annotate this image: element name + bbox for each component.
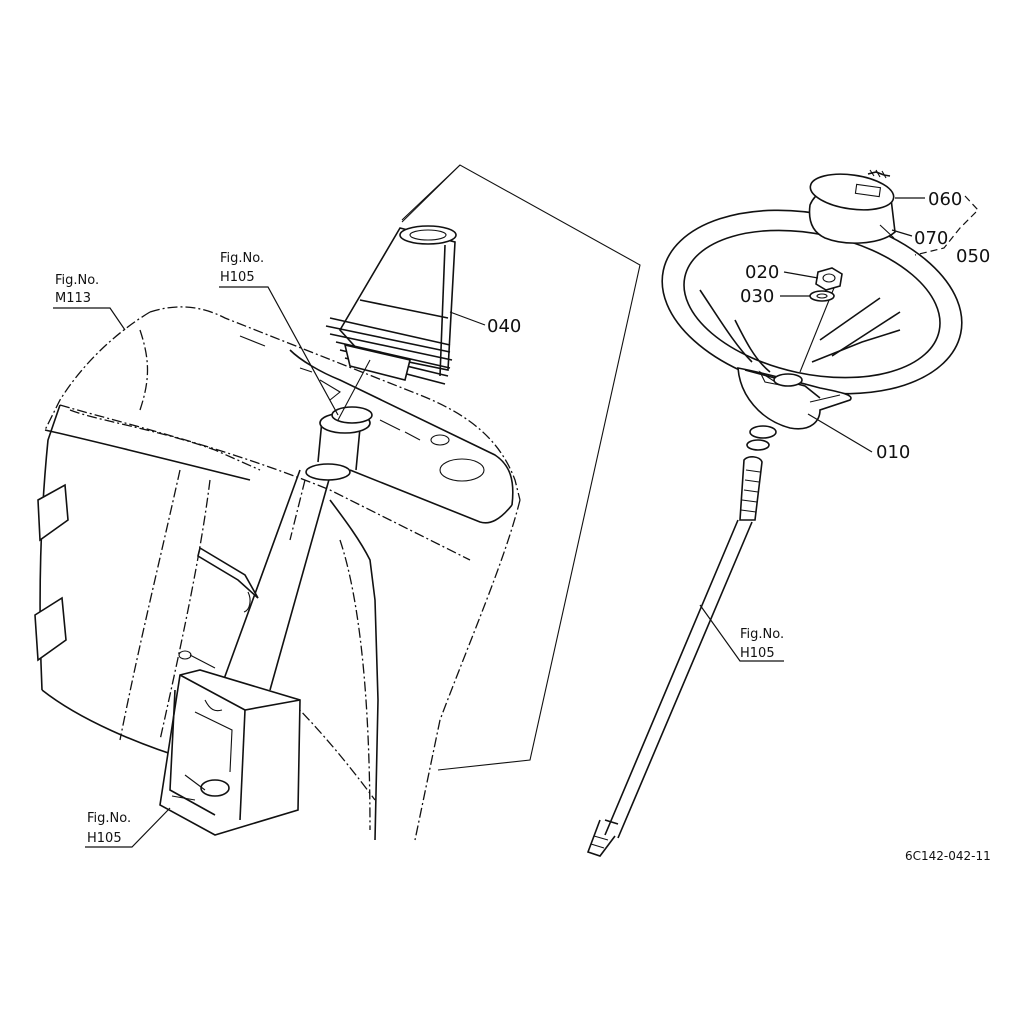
- part-label-050: 050: [956, 246, 990, 267]
- leader-lines: [53, 195, 979, 848]
- horn-cap-070: [808, 173, 896, 244]
- drawing-code: 6C142-042-11: [905, 849, 991, 863]
- part-label-020: 020: [745, 262, 779, 283]
- column-boot-040: [325, 225, 457, 421]
- dashboard-panel: [34, 306, 521, 841]
- fig-ref-h105-top-prefix: Fig.No.: [220, 251, 264, 266]
- part-label-040: 040: [487, 316, 521, 337]
- fig-ref-h105-top-number: H105: [220, 270, 255, 285]
- washer-030: [809, 290, 835, 302]
- part-labels: 040 010 020 030 060 070 050: [487, 189, 990, 463]
- part-label-060: 060: [928, 189, 962, 210]
- steering-shaft: [586, 425, 777, 857]
- fig-ref-h105-right-prefix: Fig.No.: [740, 627, 784, 642]
- part-label-010: 010: [876, 442, 910, 463]
- emblem-060: [867, 169, 891, 179]
- figure-references: Fig.No. M113 Fig.No. H105 Fig.No. H105 F…: [55, 251, 784, 846]
- fig-ref-h105-right-number: H105: [740, 646, 775, 661]
- part-label-070: 070: [914, 228, 948, 249]
- fig-ref-h105-bottom-number: H105: [87, 831, 122, 846]
- steering-column: [159, 406, 373, 836]
- nut-020: [815, 267, 843, 291]
- fig-ref-m113-prefix: Fig.No.: [55, 273, 99, 288]
- fig-ref-m113-number: M113: [55, 291, 91, 306]
- fig-ref-h105-bottom-prefix: Fig.No.: [87, 811, 131, 826]
- part-label-030: 030: [740, 286, 774, 307]
